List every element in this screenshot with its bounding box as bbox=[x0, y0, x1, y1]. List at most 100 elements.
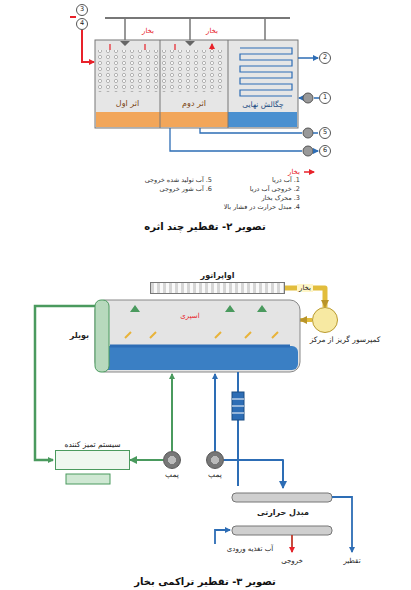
vapor-compression-plant-part bbox=[237, 372, 239, 486]
text-holder: مبدل حرارتی bbox=[228, 488, 338, 538]
effect-chamber: اثر دوم bbox=[160, 40, 228, 128]
edge-label: بخار bbox=[297, 284, 313, 292]
multi-effect-plant-part bbox=[105, 17, 290, 19]
multi-effect-plant-part bbox=[96, 112, 228, 127]
multi-effect-plant-part bbox=[320, 93, 331, 104]
text-label: 4. مبدل حرارت در فشار بالا bbox=[224, 204, 300, 212]
text-holder: اثر دوم bbox=[160, 40, 228, 109]
multi-effect-plant-part bbox=[228, 112, 297, 127]
pipe-connector bbox=[130, 459, 163, 461]
pipe-connector bbox=[300, 318, 312, 322]
pump-circle: پمپ bbox=[206, 451, 224, 469]
node-label: کمپرسور گریز از مرکز bbox=[310, 335, 381, 344]
vapor-compression-plant-part bbox=[95, 300, 300, 372]
text-holder: چگالش نهایی bbox=[228, 40, 298, 109]
vapor-compression-plant-part bbox=[125, 332, 278, 338]
text-holder: اثر اول bbox=[95, 40, 160, 109]
multi-effect-plant-part bbox=[304, 171, 314, 173]
node-label: پمپ bbox=[165, 470, 179, 479]
vapor-compression-plant-part bbox=[232, 392, 244, 420]
vapor-compression-plant-part bbox=[332, 497, 352, 552]
multi-effect-plant-part bbox=[228, 40, 229, 128]
pump-circle: پمپ bbox=[163, 451, 181, 469]
text-label: بخار bbox=[206, 27, 218, 35]
multi-effect-plant-part bbox=[82, 30, 94, 62]
vapor-compression-plant-part bbox=[95, 300, 109, 372]
multi-effect-plant-part bbox=[160, 40, 161, 128]
vapor-compression-plant-part bbox=[291, 535, 293, 552]
evaporator-box: اواپراتور bbox=[150, 282, 285, 294]
compressor-circle: کمپرسور گریز از مرکز bbox=[312, 307, 338, 333]
text-label: تقطیر bbox=[343, 557, 360, 565]
vapor-compression-plant-part bbox=[35, 306, 95, 460]
callout-number: 1 bbox=[323, 94, 327, 102]
text-holder: اواپراتور bbox=[201, 271, 235, 283]
cleaning-system-box: سیستم تمیز کننده bbox=[55, 450, 130, 470]
figure-caption: تصویر ۳- تقطیر تراکمی بخار bbox=[134, 576, 276, 588]
multi-effect-plant-part bbox=[110, 44, 212, 50]
effect-chamber: اثر اول bbox=[95, 40, 160, 128]
boiler-vessel: بویلر bbox=[95, 300, 300, 372]
multi-effect-plant-part bbox=[240, 48, 292, 96]
text-label: بخار bbox=[142, 27, 154, 35]
text-label: 2. خروجی آب دریا bbox=[250, 186, 300, 194]
text-label: 6. آب شور خروجی bbox=[160, 186, 212, 194]
multi-effect-plant-part bbox=[120, 41, 195, 46]
multi-effect-plant-part bbox=[97, 50, 226, 92]
multi-effect-plant-part bbox=[320, 146, 331, 157]
vapor-compression-plant-part bbox=[110, 345, 290, 348]
text-holder: بویلر bbox=[70, 300, 95, 372]
legend-text: بخار bbox=[288, 168, 300, 176]
node-label: بویلر bbox=[70, 331, 89, 341]
pipe-connector bbox=[224, 460, 283, 488]
vapor-compression-plant-part bbox=[214, 374, 216, 451]
node-label: اواپراتور bbox=[201, 271, 235, 281]
multi-effect-plant-part bbox=[70, 16, 76, 18]
node-label: مبدل حرارتی bbox=[257, 508, 309, 518]
multi-effect-plant-part bbox=[125, 18, 265, 40]
multi-effect-plant-part bbox=[95, 40, 298, 128]
text-holder: پمپ bbox=[165, 468, 179, 479]
heat-exchanger: مبدل حرارتی bbox=[228, 488, 338, 538]
multi-effect-plant-part bbox=[77, 19, 88, 30]
text-holder: سیستم تمیز کننده bbox=[64, 440, 120, 451]
text-label: آب تغذیه ورودی bbox=[227, 545, 273, 553]
callout-number: 6 bbox=[323, 147, 327, 155]
vapor-compression-plant-part bbox=[97, 346, 298, 370]
node-label: چگالش نهایی bbox=[240, 100, 285, 109]
multi-effect-plant-part bbox=[77, 5, 88, 16]
multi-effect-plant-part bbox=[303, 146, 313, 156]
text-holder: کمپرسور گریز از مرکز bbox=[305, 332, 385, 344]
multi-effect-plant bbox=[70, 5, 331, 173]
vapor-compression-plant-part bbox=[66, 474, 110, 484]
multi-effect-plant-part bbox=[320, 128, 331, 139]
multi-effect-plant-part bbox=[303, 128, 313, 138]
figure-caption: تصویر ۲- تقطیر چند اثره bbox=[144, 221, 265, 233]
vapor-compression-plant-part bbox=[232, 399, 244, 413]
multi-effect-plant-part bbox=[303, 93, 313, 103]
callout-number: 3 bbox=[80, 6, 84, 14]
node-label: پمپ bbox=[208, 470, 222, 479]
text-label: اسپری bbox=[180, 312, 199, 320]
condenser-chamber: چگالش نهایی bbox=[228, 40, 298, 128]
text-label: 5. آب تولید شده خروجی bbox=[145, 177, 212, 185]
vapor-compression-plant-part bbox=[130, 305, 267, 312]
callout-number: 4 bbox=[80, 20, 84, 28]
vapor-compression-plant bbox=[35, 300, 352, 552]
multi-effect-plant-part bbox=[313, 133, 318, 151]
multi-effect-plant-part bbox=[320, 53, 331, 64]
callout-number: 5 bbox=[323, 129, 327, 137]
text-label: 3. محرک بخار bbox=[261, 195, 300, 203]
node-label: اثر دوم bbox=[180, 99, 208, 109]
callout-number: 2 bbox=[323, 54, 327, 62]
vapor-compression-plant-part bbox=[171, 374, 173, 451]
vapor-compression-plant-part bbox=[232, 493, 332, 502]
text-label: خروجی bbox=[281, 557, 303, 565]
node-label: اثر اول bbox=[114, 99, 141, 109]
text-label: 1. آب دریا bbox=[272, 177, 300, 185]
vapor-compression-plant-part bbox=[215, 530, 230, 544]
multi-effect-plant-part bbox=[298, 57, 318, 59]
text-holder: پمپ bbox=[208, 468, 222, 479]
